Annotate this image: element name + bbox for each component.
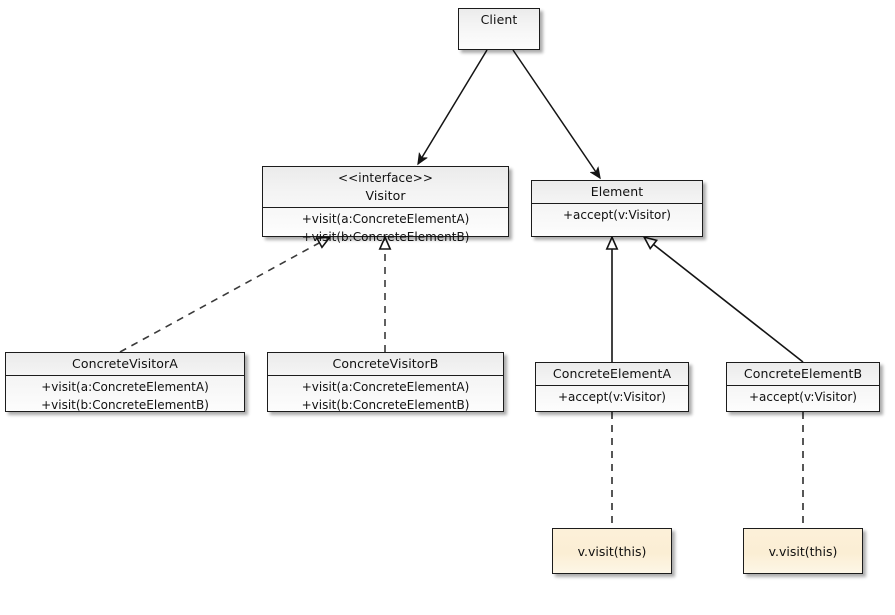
- class-title-concretevisitorb: ConcreteVisitorB: [268, 353, 503, 375]
- class-node-concreteelementa[interactable]: ConcreteElementA +accept(v:Visitor): [535, 362, 689, 412]
- note-concreteelementa[interactable]: v.visit(this): [552, 528, 672, 574]
- class-member: +visit(a:ConcreteElementA): [301, 380, 470, 394]
- class-node-concretevisitorb[interactable]: ConcreteVisitorB +visit(a:ConcreteElemen…: [267, 352, 504, 412]
- class-members-concretevisitora: +visit(a:ConcreteElementA) +visit(b:Conc…: [6, 375, 244, 417]
- class-title-client: Client: [459, 9, 539, 31]
- class-node-client[interactable]: Client: [458, 8, 540, 50]
- class-node-visitor[interactable]: <<interface>> Visitor +visit(a:ConcreteE…: [262, 166, 509, 244]
- class-member: +visit(b:ConcreteElementB): [301, 398, 470, 412]
- note-text: v.visit(this): [577, 543, 647, 559]
- class-member: +visit(b:ConcreteElementB): [301, 230, 470, 244]
- edge-concreteelementb-element: [642, 235, 804, 363]
- class-name-visitor: Visitor: [365, 188, 406, 203]
- class-member: +visit(b:ConcreteElementB): [41, 398, 209, 412]
- note-concreteelementb[interactable]: v.visit(this): [743, 528, 863, 574]
- class-member: +accept(v:Visitor): [557, 390, 666, 404]
- class-members-concretevisitorb: +visit(a:ConcreteElementA) +visit(b:Conc…: [268, 375, 503, 417]
- edge-client-element: [512, 49, 600, 178]
- class-member: +visit(a:ConcreteElementA): [41, 380, 209, 394]
- class-members-visitor: +visit(a:ConcreteElementA) +visit(b:Conc…: [263, 207, 508, 249]
- class-members-concreteelementb: +accept(v:Visitor): [727, 385, 879, 409]
- class-member: +accept(v:Visitor): [562, 208, 671, 222]
- class-name-concreteelementa: ConcreteElementA: [552, 366, 672, 381]
- class-name-concretevisitora: ConcreteVisitorA: [72, 356, 178, 371]
- class-member: +accept(v:Visitor): [748, 390, 857, 404]
- class-node-concretevisitora[interactable]: ConcreteVisitorA +visit(a:ConcreteElemen…: [5, 352, 245, 412]
- class-name-concreteelementb: ConcreteElementB: [743, 366, 863, 381]
- class-title-concreteelementa: ConcreteElementA: [536, 363, 688, 385]
- class-name-element: Element: [590, 184, 644, 199]
- note-text: v.visit(this): [768, 543, 838, 559]
- class-members-element: +accept(v:Visitor): [532, 203, 702, 227]
- class-stereotype-visitor: <<interface>>: [337, 171, 434, 185]
- class-title-visitor: <<interface>> Visitor: [263, 167, 508, 207]
- edge-concretevisitora-visitor: [119, 236, 332, 353]
- class-members-concreteelementa: +accept(v:Visitor): [536, 385, 688, 409]
- class-title-element: Element: [532, 181, 702, 203]
- class-title-concreteelementb: ConcreteElementB: [727, 363, 879, 385]
- class-node-element[interactable]: Element +accept(v:Visitor): [531, 180, 703, 237]
- class-name-client: Client: [480, 12, 518, 27]
- class-node-concreteelementb[interactable]: ConcreteElementB +accept(v:Visitor): [726, 362, 880, 412]
- class-member: +visit(a:ConcreteElementA): [301, 212, 470, 226]
- class-name-concretevisitorb: ConcreteVisitorB: [332, 356, 439, 371]
- class-title-concretevisitora: ConcreteVisitorA: [6, 353, 244, 375]
- edge-client-visitor: [418, 49, 488, 164]
